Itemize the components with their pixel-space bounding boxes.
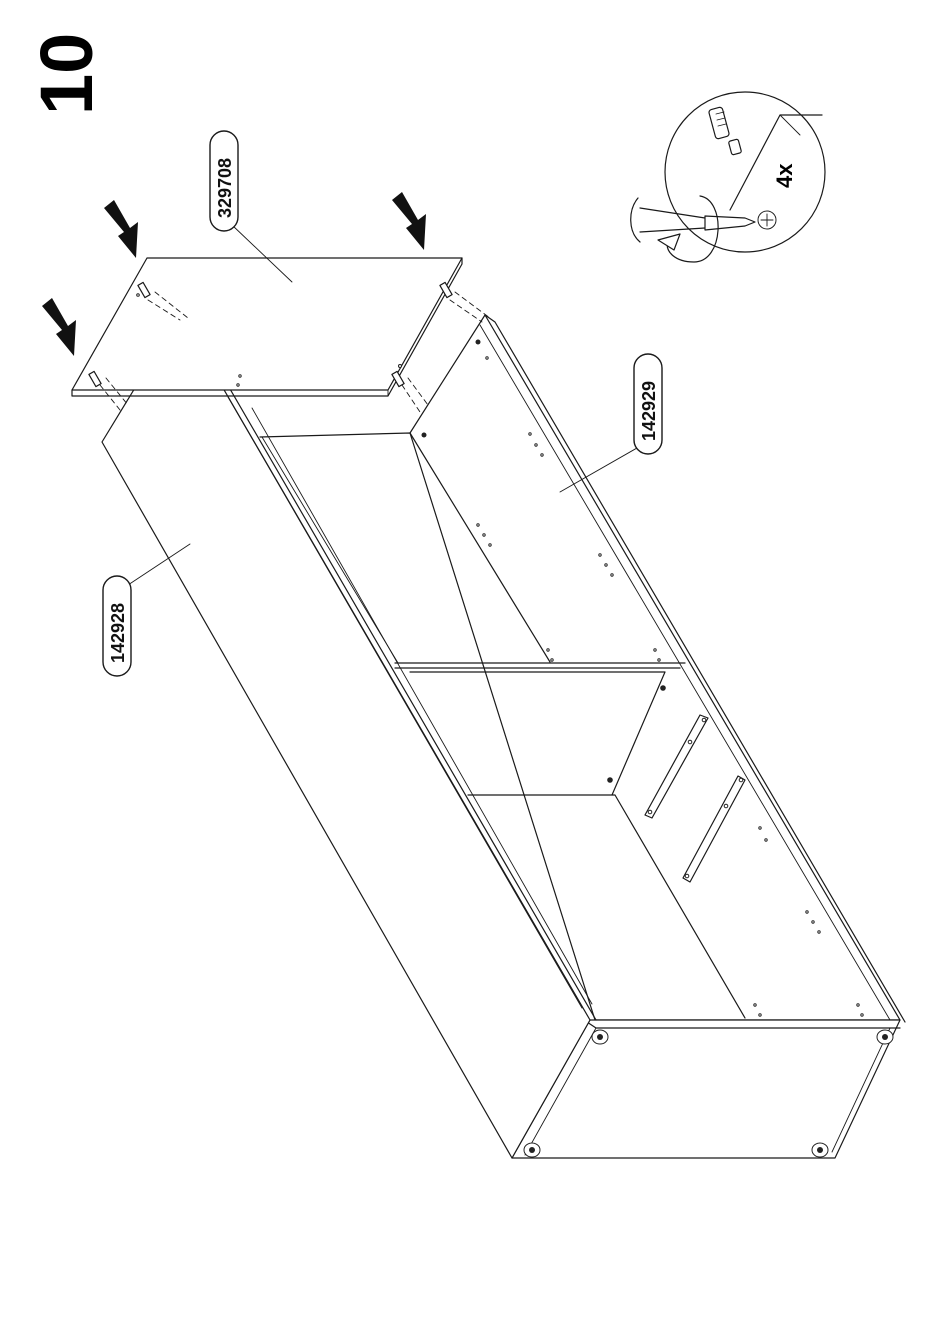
svg-text:142929: 142929 [639, 381, 659, 441]
screw-head-icon [758, 211, 776, 229]
quantity-label: 4x [772, 163, 797, 188]
top-panel [72, 258, 462, 396]
svg-text:142928: 142928 [108, 603, 128, 663]
screwdriver-icon [631, 198, 755, 242]
screw-detail: 4x [631, 92, 825, 262]
screw-icon [708, 107, 741, 155]
step-number: 10 [25, 33, 108, 115]
svg-text:329708: 329708 [215, 158, 235, 218]
